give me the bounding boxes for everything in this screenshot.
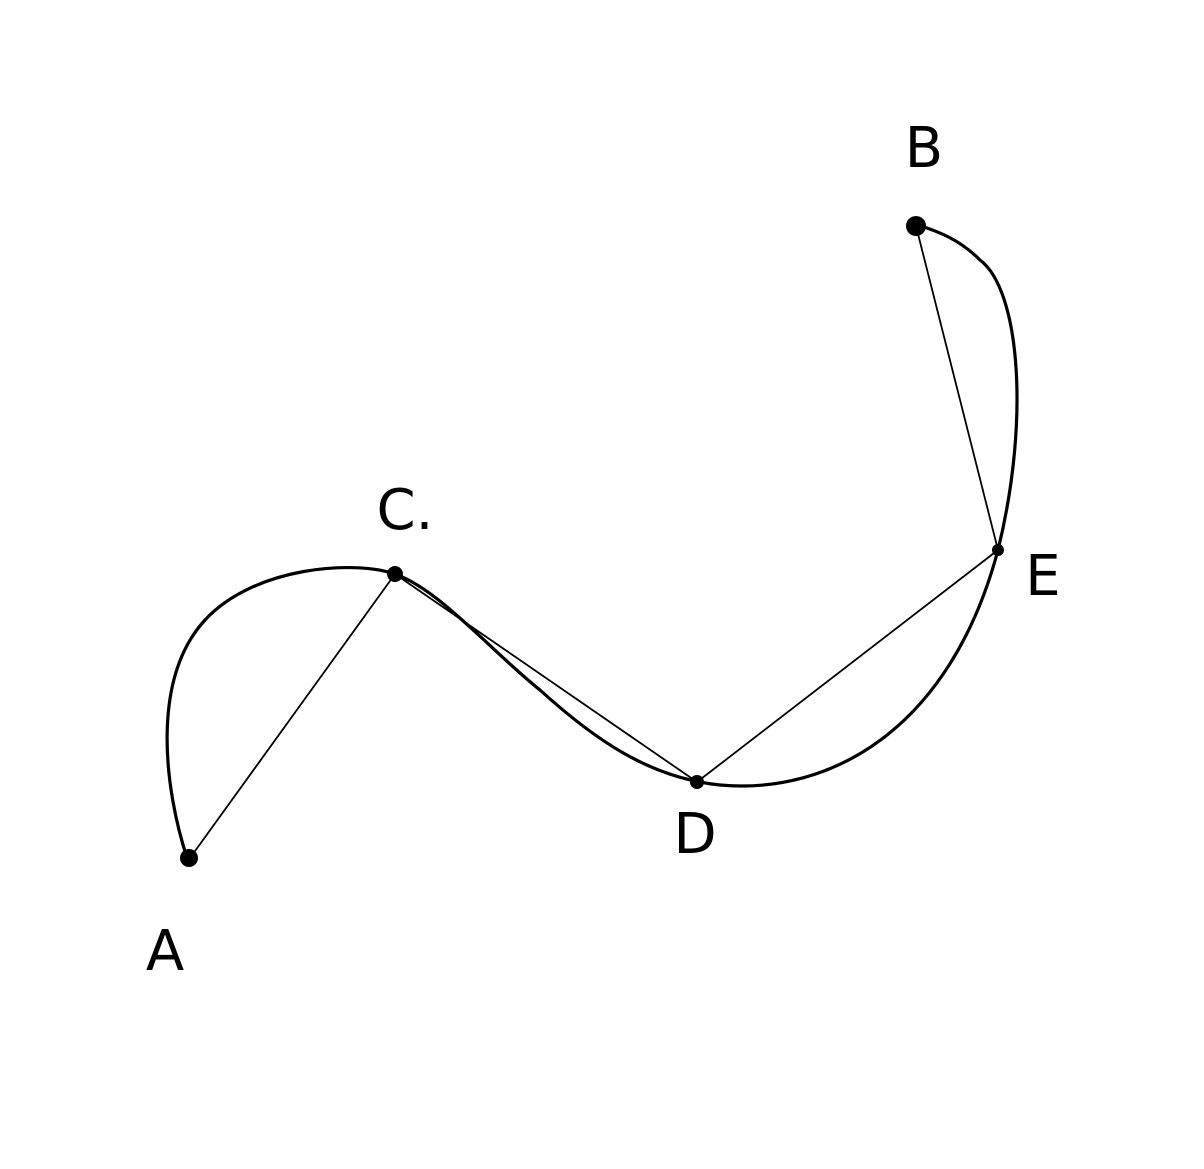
label-b: B: [905, 116, 943, 181]
chord-a-c: [189, 573, 396, 859]
label-c: C.: [377, 478, 434, 543]
curved-path: [165, 223, 1019, 860]
label-d: D: [673, 802, 716, 867]
point-c: [387, 566, 403, 582]
chord-d-e: [696, 549, 999, 783]
point-e: [992, 544, 1004, 556]
label-e: E: [1025, 544, 1060, 609]
chord-c-d: [394, 573, 698, 783]
chord-e-b: [915, 225, 999, 551]
point-d: [690, 775, 704, 789]
point-b: [906, 216, 926, 236]
label-a: A: [146, 919, 184, 984]
point-a: [180, 849, 198, 867]
